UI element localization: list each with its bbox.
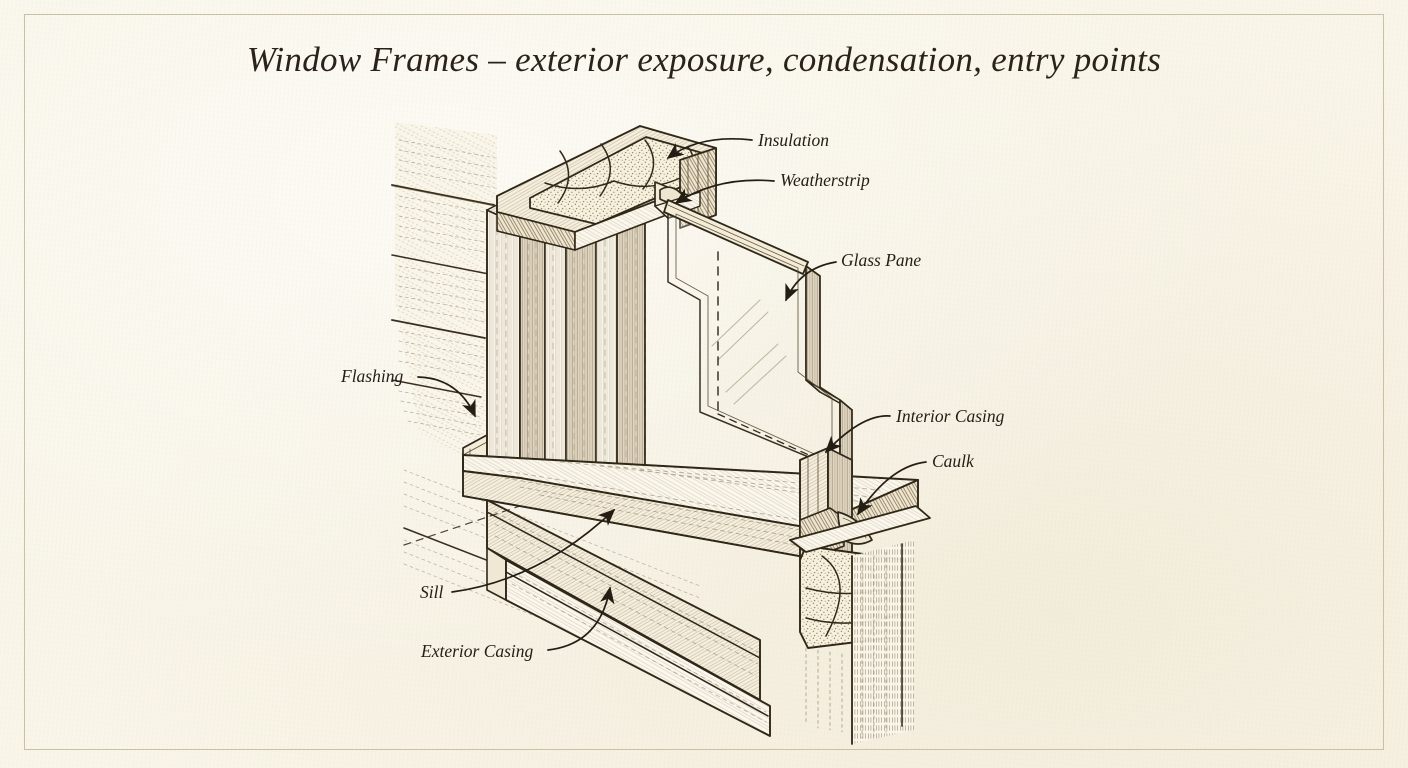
leader-sill xyxy=(451,508,616,593)
label-exterior-casing: Exterior Casing xyxy=(420,641,534,661)
leader-glass-pane xyxy=(785,261,837,302)
leader-interior-casing xyxy=(824,415,891,454)
leader-caulk xyxy=(857,461,927,516)
leader-flashing xyxy=(417,376,476,418)
glass-pane-sash xyxy=(663,199,853,483)
exterior-casing xyxy=(486,499,771,737)
label-insulation: Insulation xyxy=(757,130,829,150)
label-flashing: Flashing xyxy=(340,366,403,386)
label-sill: Sill xyxy=(420,582,443,602)
interior-wall xyxy=(805,540,914,745)
label-glass-pane: Glass Pane xyxy=(841,250,921,270)
hidden-construction-lines xyxy=(403,239,646,546)
label-caulk: Caulk xyxy=(932,451,975,471)
plate-border xyxy=(24,14,1384,750)
page-title: Window Frames – exterior exposure, conde… xyxy=(246,40,1162,79)
leader-lines xyxy=(417,137,927,651)
leader-insulation xyxy=(666,137,753,160)
exterior-siding-wall xyxy=(391,122,497,455)
leader-exterior-casing xyxy=(547,586,615,651)
label-weatherstrip: Weatherstrip xyxy=(780,170,870,190)
leader-weatherstrip xyxy=(674,179,775,204)
label-interior-casing: Interior Casing xyxy=(895,406,1005,426)
